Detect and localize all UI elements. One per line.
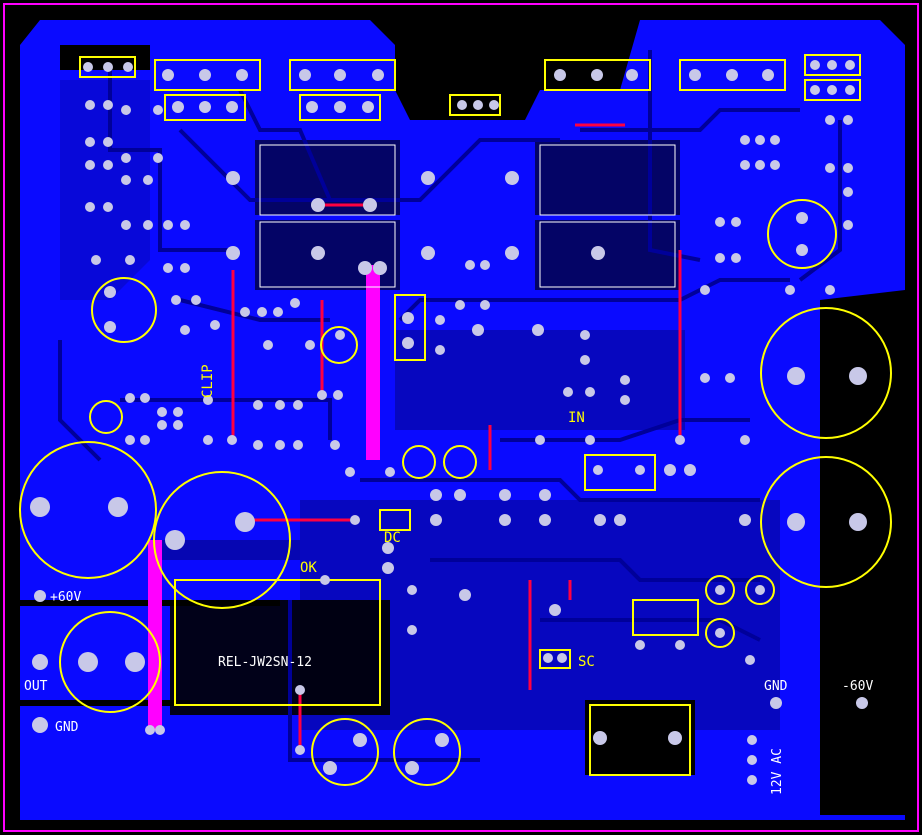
power-traces [148, 265, 380, 730]
label-relay: REL-JW2SN-12 [218, 655, 312, 670]
label-clip: CLIP [200, 364, 216, 398]
label-in: IN [568, 410, 585, 426]
red-traces [231, 123, 682, 750]
label-gnd-left: GND [55, 720, 79, 735]
label-minus60v: -60V [842, 679, 873, 694]
label-out: OUT [24, 679, 48, 694]
pads [30, 60, 868, 785]
label-plus60v: +60V [50, 590, 81, 605]
label-dc: DC [384, 530, 401, 546]
label-ok: OK [300, 560, 317, 576]
label-gnd-right: GND [764, 679, 788, 694]
silkscreen [19, 54, 892, 786]
label-sc: SC [578, 654, 595, 670]
blue-traces [58, 50, 842, 762]
board-labels: +60V OUT GND GND -60V REL-JW2SN-12 IN DC… [24, 364, 873, 795]
label-12v-ac: 12V AC [770, 748, 785, 795]
